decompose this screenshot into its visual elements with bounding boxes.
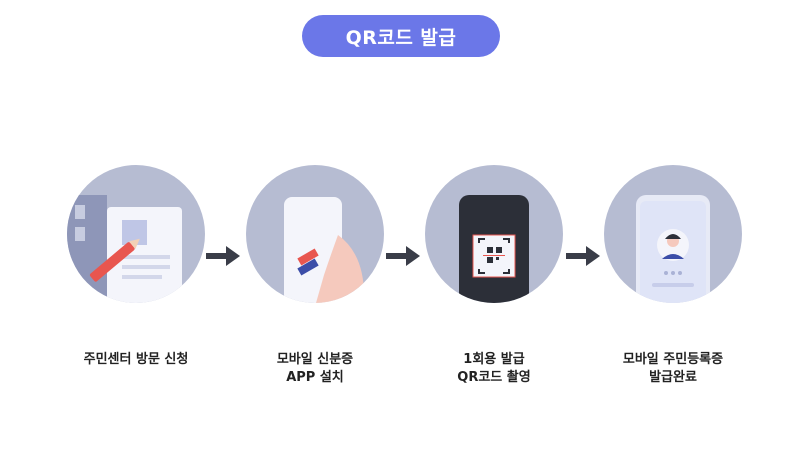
page-title: QR코드 발급 <box>302 15 500 57</box>
step-4-label: 모바일 주민등록증 발급완료 <box>583 351 763 387</box>
step-3-scan-qr: 1회용 발급 QR코드 촬영 <box>425 165 563 385</box>
qr-scan-icon <box>459 195 529 303</box>
phone-app-icon <box>284 197 365 303</box>
document-pencil-icon <box>67 195 182 303</box>
step-4-circle <box>604 165 742 303</box>
step-2-circle <box>246 165 384 303</box>
step-2-label: 모바일 신분증 APP 설치 <box>225 351 405 387</box>
step-4-label-line-2: 발급완료 <box>649 370 697 385</box>
step-1-visit-center: 주민센터 방문 신청 <box>67 165 205 367</box>
arrow-right-icon <box>206 246 240 266</box>
step-1-label-line-1: 주민센터 방문 신청 <box>83 352 189 367</box>
step-2-label-line-1: 모바일 신분증 <box>276 352 354 367</box>
step-3-label-line-1: 1회용 발급 <box>463 352 525 367</box>
step-1-label: 주민센터 방문 신청 <box>46 351 226 369</box>
step-4-label-line-1: 모바일 주민등록증 <box>622 352 724 367</box>
step-3-label: 1회용 발급 QR코드 촬영 <box>404 351 584 387</box>
step-2-install-app: 모바일 신분증 APP 설치 <box>246 165 384 385</box>
mobile-id-card-icon <box>636 195 710 303</box>
arrow-right-icon <box>386 246 420 266</box>
step-3-circle <box>425 165 563 303</box>
step-1-circle <box>67 165 205 303</box>
step-2-label-line-2: APP 설치 <box>286 370 344 385</box>
arrow-right-icon <box>566 246 600 266</box>
step-4-issued: 모바일 주민등록증 발급완료 <box>604 165 742 385</box>
step-3-label-line-2: QR코드 촬영 <box>457 370 531 385</box>
